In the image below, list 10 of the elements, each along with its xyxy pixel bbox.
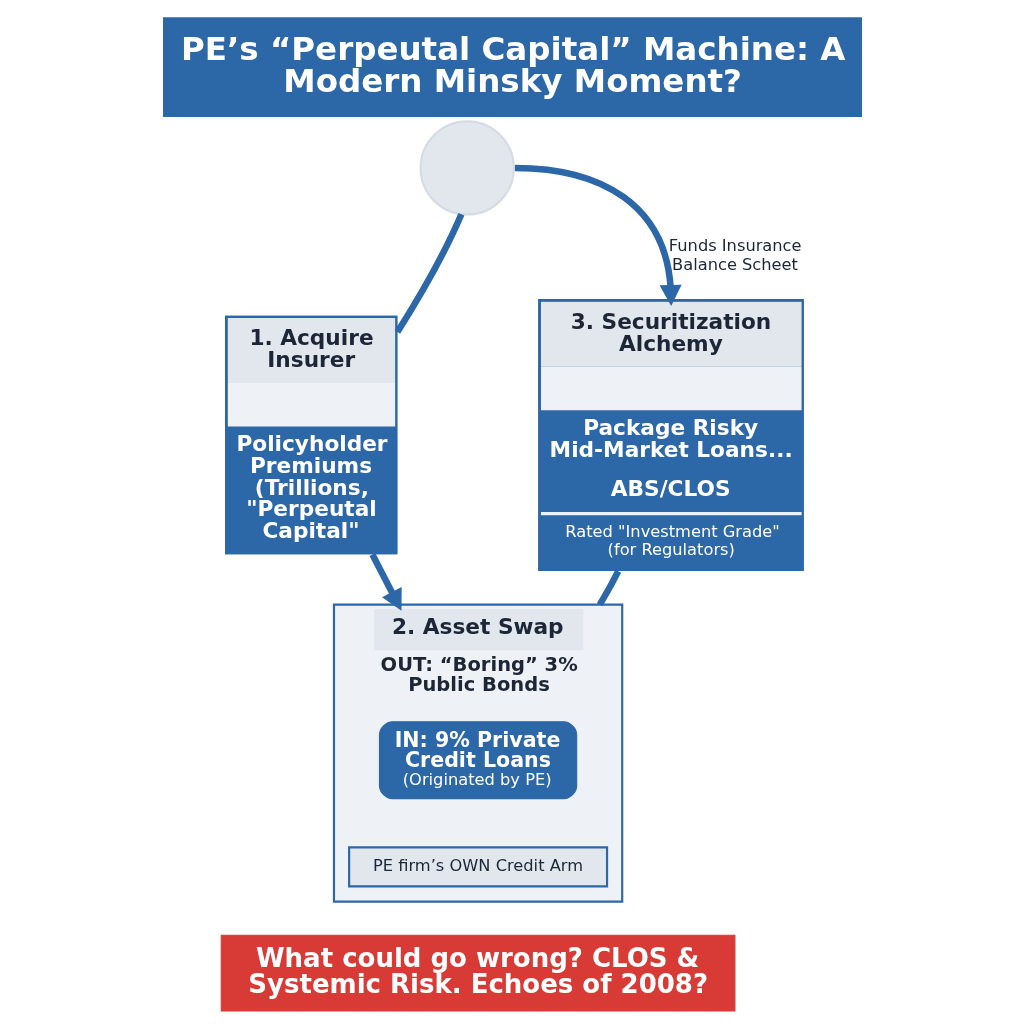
arrow <box>369 553 402 611</box>
node-circle <box>419 120 515 216</box>
edge-label: Funds Insurance Balance Scheet <box>668 236 802 274</box>
diagram-title: PE’s “Perpeutal Capital” Machine: A Modern Minsky Moment? <box>180 29 845 101</box>
node-box: What could go wrong? CLOS & Systemic Risk. Echoes of 2008? <box>220 934 735 1012</box>
node-box: IN: 9% Private Credit Loans (Originated by PE) <box>378 721 577 800</box>
arrow <box>514 164 682 307</box>
connector <box>394 212 464 334</box>
connector <box>596 569 621 607</box>
node-box: PE firm’s OWN Credit Arm <box>347 846 608 888</box>
